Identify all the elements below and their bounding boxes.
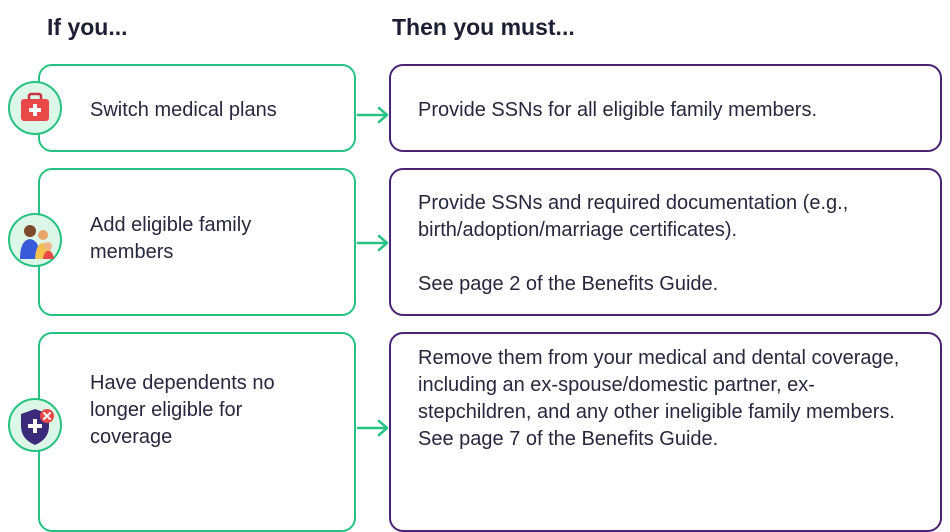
shield-remove-icon <box>8 398 62 452</box>
condition-box-add-members <box>38 168 356 316</box>
condition-dependents-no-longer-eligible: Have dependents no longer eligible for c… <box>90 372 275 448</box>
if-you-header: If you... <box>47 14 128 40</box>
arrow-right-icon <box>356 419 389 437</box>
condition-box-switch-plans <box>38 64 356 152</box>
action-box-provide-ssns <box>389 64 942 152</box>
action-see-page-2: See page 2 of the Benefits Guide. <box>418 273 719 295</box>
then-you-must-header: Then you must... <box>392 14 575 40</box>
arrow-right-icon <box>356 234 389 252</box>
action-provide-ssns: Provide SSNs for all eligible family mem… <box>418 99 818 121</box>
action-remove-from-coverage: Remove them from your medical and dental… <box>418 347 900 450</box>
condition-add-eligible-family-members: Add eligible family members <box>90 214 252 263</box>
action-box-documentation <box>389 168 942 316</box>
condition-switch-medical-plans: Switch medical plans <box>90 99 277 121</box>
action-box-remove-dependents <box>389 332 942 532</box>
arrow-right-icon <box>356 106 389 124</box>
family-icon <box>8 213 62 267</box>
medical-kit-icon <box>8 81 62 135</box>
action-provide-documentation: Provide SSNs and required documentation … <box>418 192 849 241</box>
